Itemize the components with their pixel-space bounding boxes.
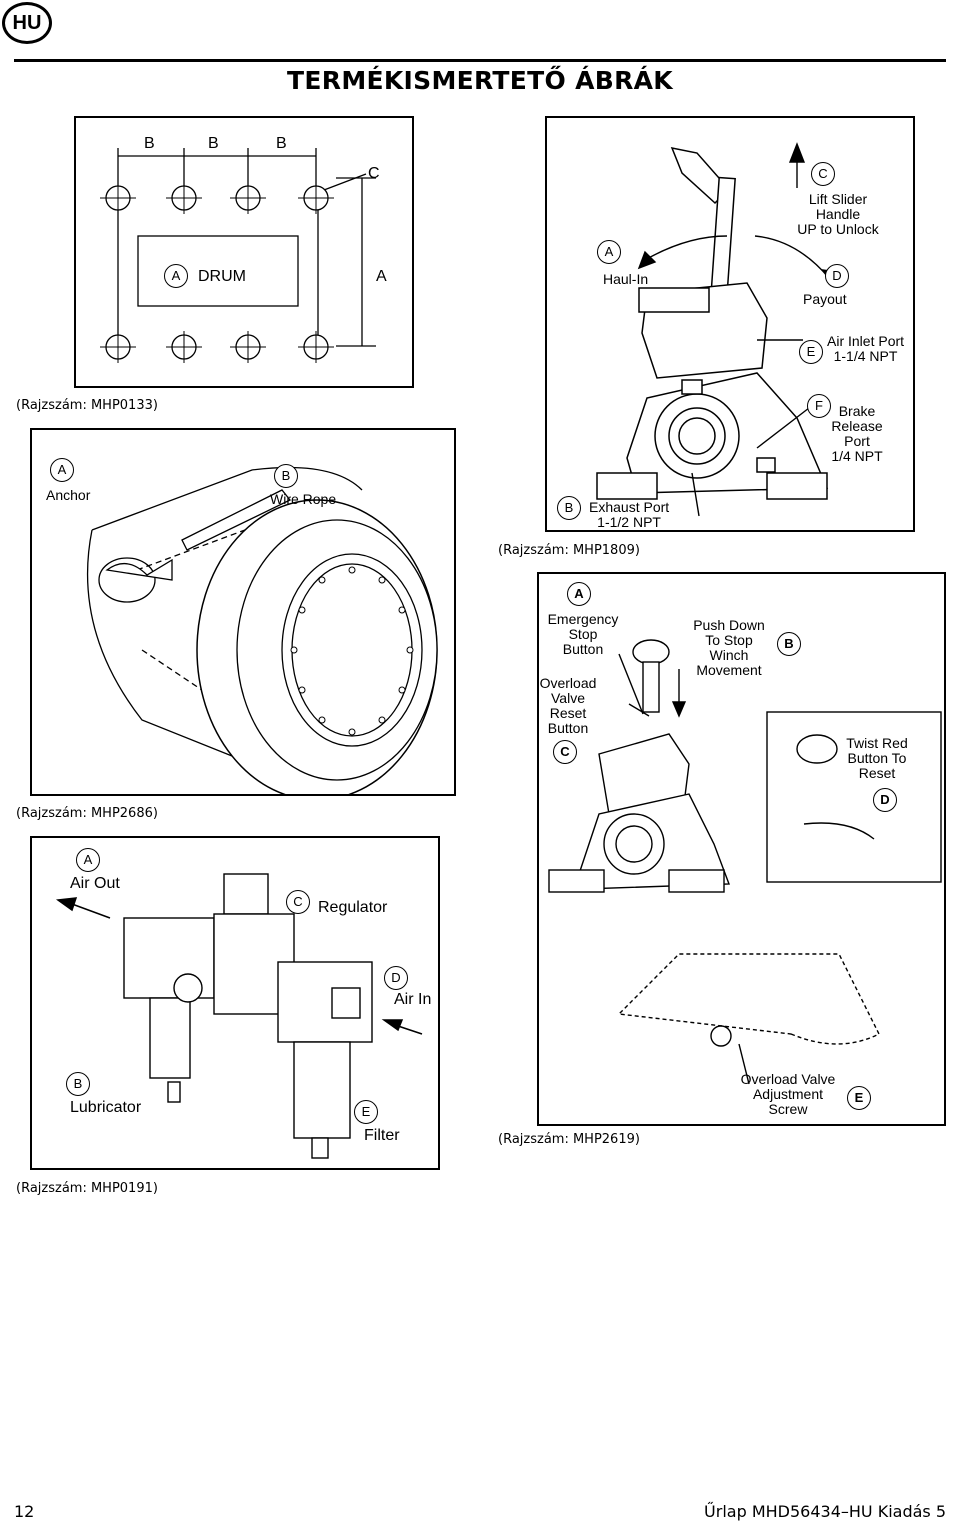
header-rule [14,59,946,62]
label-b-circle: B [777,632,801,656]
dim-c: C [368,165,380,182]
fig1-caption: (Rajzszám: MHP0133) [16,398,158,413]
dim-b-2: B [208,135,219,152]
label-d-circle: D [825,264,849,288]
label-wire-rope-circle: B [274,464,298,488]
label-a-circle: A [567,582,591,606]
emergency-stop-drawing [548,639,942,1085]
language-badge: HU [2,2,52,44]
air-inlet-label: Air Inlet Port 1-1/4 NPT [827,333,905,364]
haul-in-label: Haul-In [603,271,649,287]
fig4-caption: (Rajzszám: MHP2619) [498,1132,640,1147]
fig-frl-unit: A Air Out C Regulator D Air In B Lubrica… [30,836,440,1170]
label-anchor-circle: A [50,458,74,482]
fig-drum-mounting: B B B C A DRUM A [74,116,414,388]
fig-drum-anchor: A Anchor B Wire Rope [30,428,456,796]
fig-winch-controls: C Lift Slider Handle UP to Unlock A Haul… [545,116,915,532]
air-in-label: Air In [394,991,432,1008]
dim-b-3: B [276,135,287,152]
adjustment-screw-label: Overload Valve Adjustment Screw [740,1071,836,1117]
dim-b-1: B [144,135,155,152]
fig5-caption: (Rajzszám: MHP0191) [16,1181,158,1196]
dim-a: A [376,268,387,285]
label-c-circle: C [553,740,577,764]
brake-release-label: Brake Release Port 1/4 NPT [831,403,883,464]
filter-label: Filter [364,1127,400,1144]
label-a-circle: A [76,848,100,872]
lubricator-label: Lubricator [70,1099,142,1116]
frl-drawing [55,873,423,1159]
label-b-circle: B [557,496,581,520]
winch-drawing [596,142,838,517]
anchor-label: Anchor [46,487,91,503]
drum-mounting-drawing [100,148,376,363]
label-f-circle: F [807,394,831,418]
wire-rope-label: Wire Rope [270,491,337,507]
twist-red-label: Twist Red Button To Reset [846,735,908,781]
label-c-circle: C [811,162,835,186]
label-a-circle: A [597,240,621,264]
label-b-circle: B [66,1072,90,1096]
label-e-circle: E [799,340,823,364]
label-d-circle: D [873,788,897,812]
exhaust-port-label: Exhaust Port 1-1/2 NPT [589,499,670,530]
lift-slider-label: Lift Slider Handle UP to Unlock [797,191,879,237]
air-out-label: Air Out [70,875,120,892]
label-e-circle: E [847,1086,871,1110]
drum-text: DRUM [198,268,246,285]
overload-reset-label: Overload Valve Reset Button [539,675,597,736]
label-e-circle: E [354,1100,378,1124]
label-d-circle: D [384,966,408,990]
drum-letter: A [164,264,188,288]
page-title: TERMÉKISMERTETŐ ÁBRÁK [287,66,673,95]
fig2-caption: (Rajzszám: MHP1809) [498,543,640,558]
form-id: Űrlap MHD56434–HU Kiadás 5 [704,1502,946,1521]
payout-label: Payout [803,291,847,307]
label-c-circle: C [286,890,310,914]
regulator-label: Regulator [318,899,388,916]
drum-anchor-drawing [86,466,438,794]
push-down-label: Push Down To Stop Winch Movement [693,617,765,678]
fig3-caption: (Rajzszám: MHP2686) [16,806,158,821]
fig-emergency-stop: A Emergency Stop Button Push Down To Sto… [537,572,946,1126]
page-number: 12 [14,1502,35,1521]
emergency-stop-label: Emergency Stop Button [547,611,619,657]
